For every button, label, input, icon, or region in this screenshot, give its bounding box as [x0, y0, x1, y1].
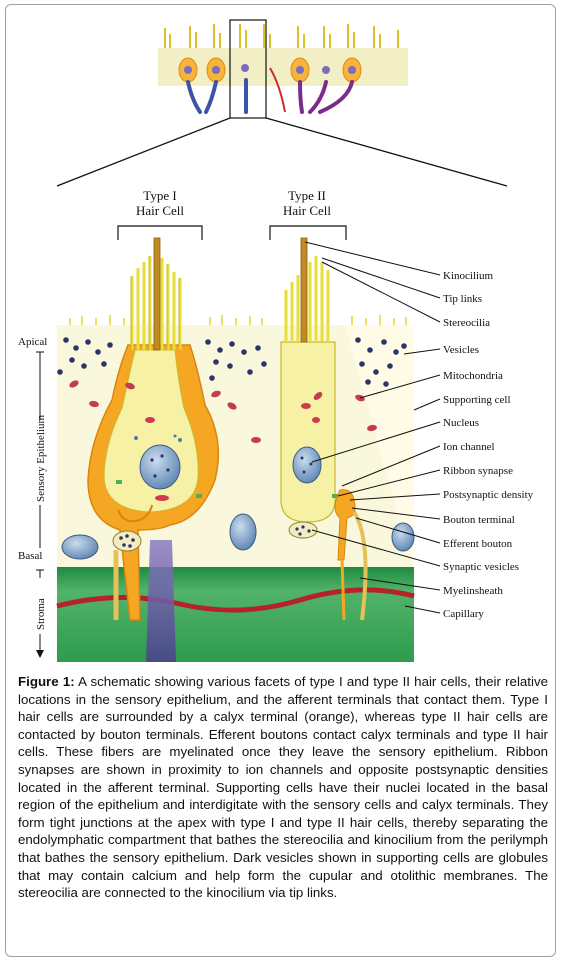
mitochondrion	[89, 400, 99, 408]
type1-title: Type I	[143, 188, 176, 203]
vesicle-dot	[261, 361, 267, 367]
vesicle-dot	[373, 369, 379, 375]
overview-thumbnail	[56, 19, 508, 187]
vesicle-dot	[73, 345, 79, 351]
type2-subtitle: Hair Cell	[283, 203, 331, 218]
supporting-cell-nuclei	[61, 513, 415, 560]
vesicle-dot	[359, 361, 365, 367]
axis-stroma: Stroma	[35, 598, 47, 630]
axis-sensory-epithelium: Sensory Epithelium	[35, 414, 47, 502]
vesicle-dot	[367, 347, 373, 353]
mitochondrion	[69, 380, 79, 388]
vesicle-dot	[393, 349, 399, 355]
label-ribbon-synapse: Ribbon synapse	[443, 465, 513, 477]
vesicle-dot	[355, 337, 361, 343]
stroma	[57, 567, 414, 662]
vesicle-dot	[217, 347, 223, 353]
figure-caption: Figure 1: A schematic showing various fa…	[18, 673, 548, 902]
type1-hair-cell	[87, 237, 220, 621]
mitochondria	[69, 380, 377, 443]
label-myelinsheath: Myelinsheath	[443, 585, 503, 597]
label-kinocilium: Kinocilium	[443, 270, 494, 282]
vesicle-dot	[387, 363, 393, 369]
label-ion-channel: Ion channel	[443, 441, 495, 453]
vesicle-dot	[213, 359, 219, 365]
label-postsynaptic-density: Postsynaptic density	[443, 489, 534, 501]
cell-type-headers: Type I Hair Cell Type II Hair Cell	[117, 188, 347, 240]
vesicle-dot	[95, 349, 101, 355]
label-synaptic-vesicles: Synaptic vesicles	[443, 561, 519, 573]
hair-cell-schematic: Type I Hair Cell Type II Hair Cell	[18, 19, 534, 662]
mitochondrion	[251, 437, 261, 443]
vesicle-dot	[85, 339, 91, 345]
mitochondrion	[227, 402, 237, 410]
vesicle-dot	[401, 343, 407, 349]
vesicle-dot	[227, 363, 233, 369]
type1-subtitle: Hair Cell	[136, 203, 184, 218]
label-capillary: Capillary	[443, 608, 484, 620]
vesicle-dot	[81, 363, 87, 369]
vesicle-dot	[381, 339, 387, 345]
label-mitochondria: Mitochondria	[443, 370, 503, 382]
vesicle-dot	[255, 345, 261, 351]
label-bouton-terminal: Bouton terminal	[443, 514, 515, 526]
vesicle-dot	[229, 341, 235, 347]
label-tip-links: Tip links	[443, 293, 482, 305]
type2-hair-cell	[280, 237, 338, 523]
type2-title: Type II	[288, 188, 326, 203]
axis-basal: Basal	[18, 550, 42, 562]
vesicle-dot	[247, 369, 253, 375]
label-nucleus: Nucleus	[443, 417, 479, 429]
caption-text: A schematic showing various facets of ty…	[18, 674, 548, 901]
vesicle-dot	[241, 349, 247, 355]
label-leaders	[304, 241, 441, 614]
mitochondrion	[367, 424, 377, 432]
label-vesicles: Vesicles	[443, 344, 479, 356]
vesicle-dot	[101, 361, 107, 367]
vesicle-dot	[63, 337, 69, 343]
label-efferent-bouton: Efferent bouton	[443, 538, 513, 550]
label-supporting-cell: Supporting cell	[443, 394, 511, 406]
caption-lead: Figure 1:	[18, 674, 75, 689]
vesicle-dot	[69, 357, 75, 363]
vesicle-dot	[107, 342, 113, 348]
vesicle-dot	[205, 339, 211, 345]
epithelium-axis: Apical Sensory Epithelium Basal Stroma	[18, 336, 47, 658]
vesicles	[57, 337, 407, 387]
label-stereocilia: Stereocilia	[443, 317, 490, 329]
zoom-box	[229, 19, 267, 119]
vesicle-dot	[383, 381, 389, 387]
vesicle-dot	[57, 369, 63, 375]
vesicle-dot	[365, 379, 371, 385]
mitochondrion	[313, 392, 323, 400]
mitochondrion	[211, 390, 221, 398]
vesicle-dot	[209, 375, 215, 381]
axis-apical: Apical	[18, 336, 47, 348]
mitochondrion	[125, 382, 135, 390]
